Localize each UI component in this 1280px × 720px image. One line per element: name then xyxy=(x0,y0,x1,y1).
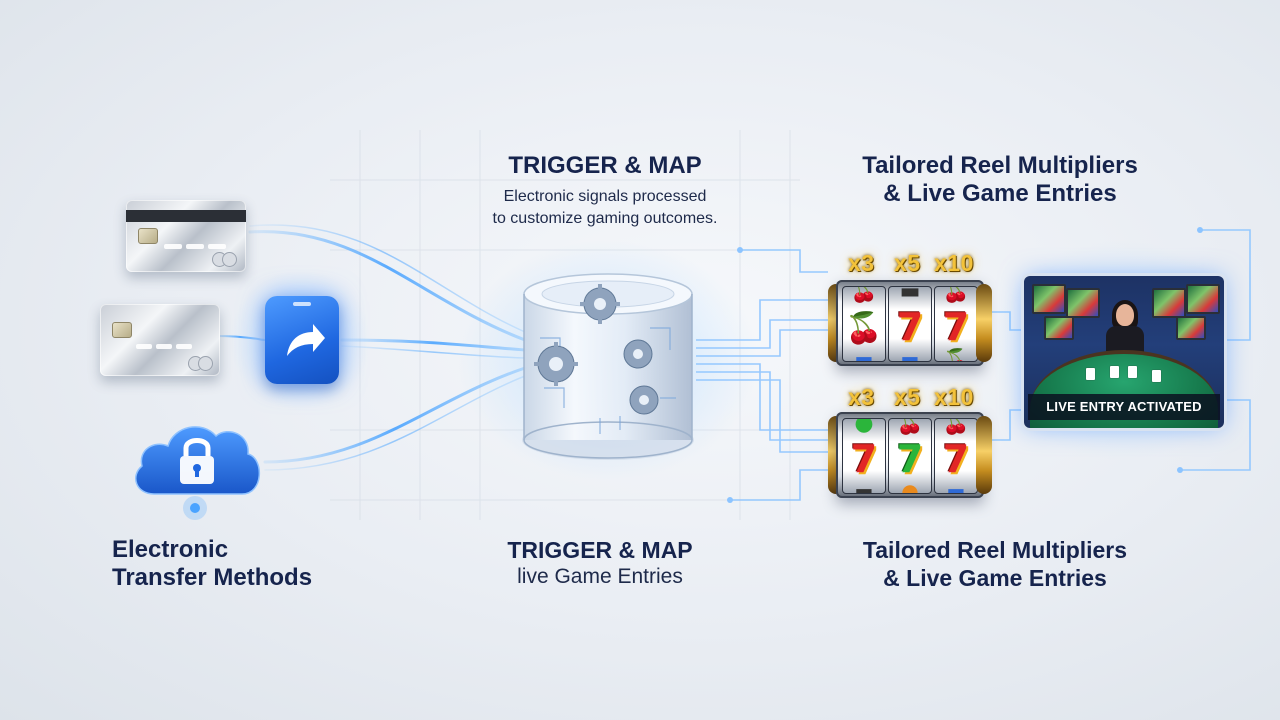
right-bottom-line1: Tailored Reel Multipliers xyxy=(862,537,1128,563)
live-entry-badge: LIVE ENTRY ACTIVATED xyxy=(1028,394,1220,420)
reel-multiplier: x5 xyxy=(894,384,921,410)
share-arrow-icon xyxy=(265,296,339,384)
left-title-line2: Transfer Methods xyxy=(112,564,313,591)
credit-card-icon xyxy=(126,200,246,272)
center-top-title: TRIGGER & MAP xyxy=(508,152,702,179)
center-subtitle-line1: Electronic signals processed xyxy=(503,188,707,205)
cloud-lock-icon xyxy=(135,426,261,495)
left-section-title: Electronic Transfer Methods xyxy=(112,536,372,592)
reel-multiplier: x10 xyxy=(934,250,974,276)
right-bottom-title: Tailored Reel Multipliers & Live Game En… xyxy=(810,536,1180,592)
right-top-line1: Tailored Reel Multipliers xyxy=(862,152,1138,179)
slot-reel-bottom: ●7▬ 🍒7● 🍒7▬ xyxy=(822,412,998,502)
slot-reel-top: 🍒🍒▬ ▬7▬ 🍒7🍒 xyxy=(822,280,998,370)
reel-multiplier: x3 xyxy=(848,250,875,276)
right-top-line2: & Live Game Entries xyxy=(883,180,1117,207)
reel-multiplier: x10 xyxy=(934,384,974,410)
center-bottom-subtitle: live Game Entries xyxy=(517,565,683,588)
left-title-line1: Electronic xyxy=(112,536,229,563)
center-top-subtitle: Electronic signals processed to customiz… xyxy=(455,186,755,230)
right-bottom-line2: & Live Game Entries xyxy=(883,565,1107,591)
credit-card-icon xyxy=(100,304,220,376)
reel-multiplier: x3 xyxy=(848,384,875,410)
center-bottom-title: TRIGGER & MAP xyxy=(507,537,693,563)
processing-cylinder xyxy=(520,268,696,464)
reel-multiplier: x5 xyxy=(894,250,921,276)
right-top-title: Tailored Reel Multipliers & Live Game En… xyxy=(820,152,1180,208)
center-subtitle-line2: to customize gaming outcomes. xyxy=(492,210,718,227)
live-game-panel: LIVE ENTRY ACTIVATED xyxy=(1024,276,1224,428)
